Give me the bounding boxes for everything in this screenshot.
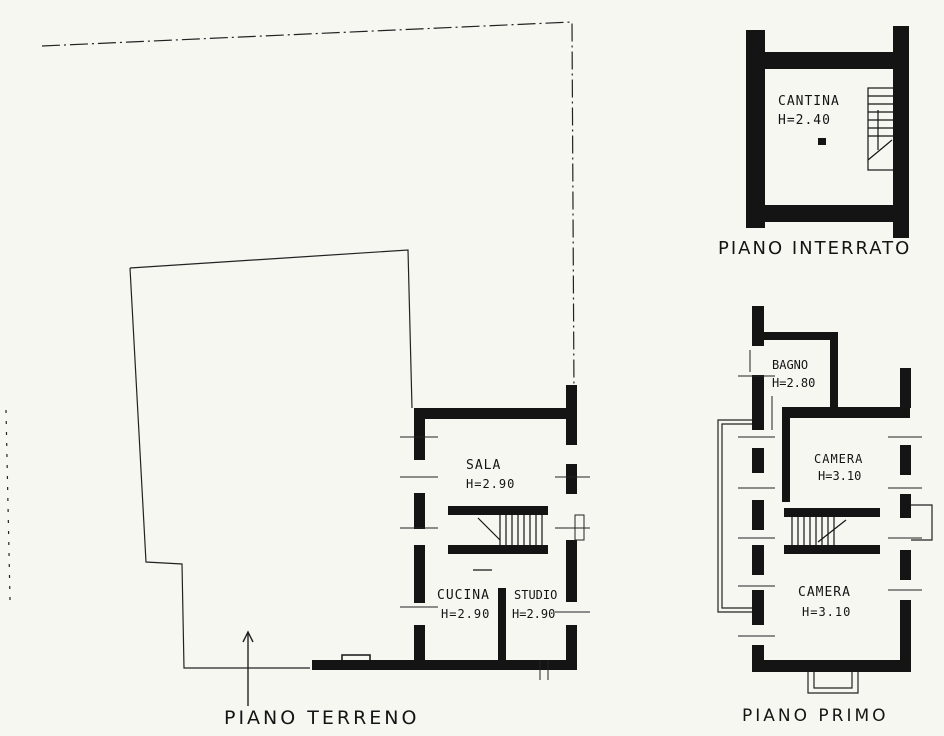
floor-title-interrato: PIANO INTERRATO (718, 238, 912, 259)
room-label-cucina: CUCINA (437, 588, 490, 603)
entrance-arrow (242, 630, 254, 706)
room-height-bagno: H=2.80 (772, 376, 816, 390)
room-height-studio: H=2.90 (512, 607, 556, 621)
room-label-bagno: BAGNO (772, 358, 809, 372)
room-label-studio: STUDIO (514, 588, 558, 602)
room-label-camera-upper: CAMERA (814, 452, 864, 466)
first-floor-stairs (784, 508, 880, 554)
floor-title-terreno: PIANO TERRENO (224, 707, 420, 729)
first-floor-balconies (717, 419, 933, 694)
floor-title-primo: PIANO PRIMO (742, 706, 889, 726)
room-label-camera-lower: CAMERA (798, 585, 851, 600)
room-label-cantina: CANTINA (778, 94, 840, 109)
ground-floor-walls (312, 385, 577, 670)
basement-stairs (867, 87, 895, 171)
room-height-camera-lower: H=3.10 (802, 605, 852, 619)
site-boundary (5, 21, 575, 669)
room-height-camera-upper: H=3.10 (818, 469, 862, 483)
ground-floor-stairs (448, 506, 548, 571)
room-label-sala: SALA (466, 458, 502, 473)
ground-floor-openings (400, 436, 590, 680)
room-height-cucina: H=2.90 (441, 607, 491, 621)
first-floor-openings (738, 350, 922, 637)
basement-walls (746, 26, 909, 238)
room-height-sala: H=2.90 (466, 477, 516, 491)
room-height-cantina: H=2.40 (778, 113, 831, 128)
first-floor-walls (752, 306, 911, 672)
